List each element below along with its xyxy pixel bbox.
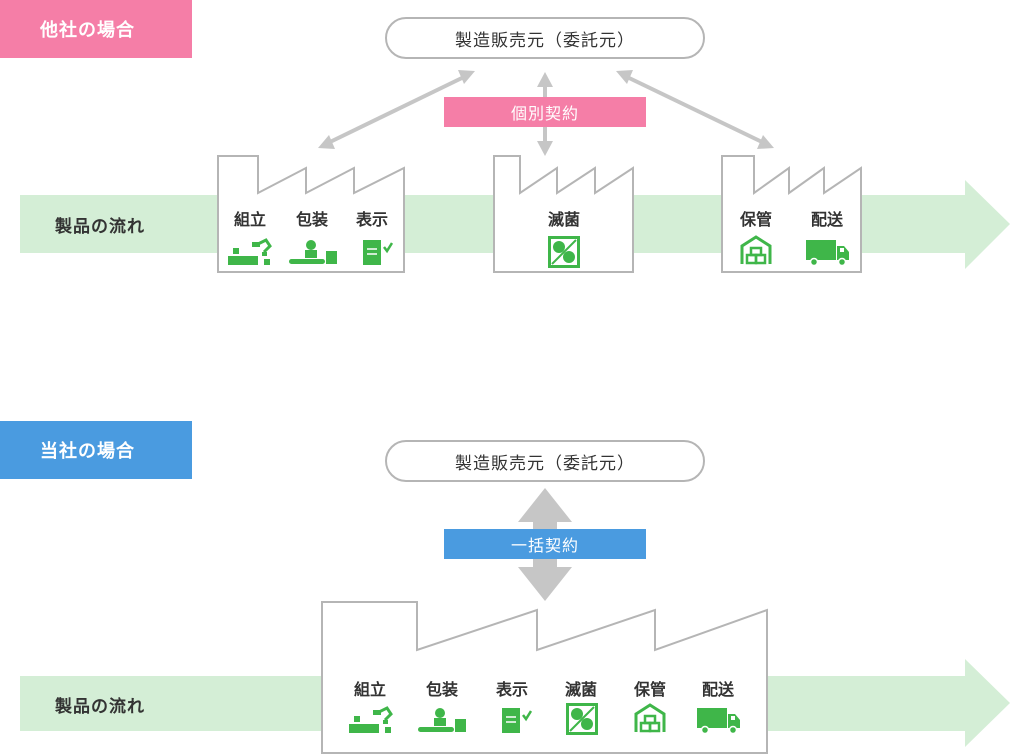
robot-arm-icon (349, 706, 393, 733)
sterilization-icon (548, 236, 580, 268)
step-assembly-bottom: 組立 (353, 680, 386, 699)
individual-contract-label: 個別契約 (444, 97, 646, 127)
step-storage-bottom: 保管 (633, 680, 666, 699)
step-assembly-top: 組立 (233, 210, 266, 229)
document-check-icon (502, 708, 532, 733)
factory-2-outline (493, 155, 634, 273)
step-labeling-bottom: 表示 (495, 680, 528, 699)
bulk-contract-label: 一括契約 (444, 529, 646, 559)
client-pill-bottom: 製造販売元（委託元） (385, 440, 705, 482)
other-company-tag: 他社の場合 (0, 0, 192, 58)
truck-icon (806, 240, 849, 266)
conveyor-icon (418, 708, 466, 732)
conveyor-icon (289, 240, 337, 264)
step-storage-top: 保管 (739, 210, 772, 229)
truck-icon (697, 708, 740, 734)
step-sterilization-bottom: 滅菌 (564, 680, 597, 699)
step-packaging-bottom: 包装 (425, 680, 458, 699)
contract-arrow-left (318, 70, 475, 149)
warehouse-icon (740, 235, 772, 265)
factory-1-outline (217, 155, 405, 273)
our-company-tag: 当社の場合 (0, 421, 192, 479)
sterilization-icon (566, 703, 598, 735)
client-pill-top: 製造販売元（委託元） (385, 17, 705, 59)
contract-arrow-right (616, 70, 774, 149)
product-flow-label-top: 製品の流れ (55, 217, 145, 237)
warehouse-icon (634, 703, 666, 733)
step-labeling-top: 表示 (355, 210, 388, 229)
robot-arm-icon (228, 238, 272, 265)
product-flow-label-bottom: 製品の流れ (55, 697, 145, 717)
step-delivery-bottom: 配送 (701, 680, 734, 699)
step-sterilization-top: 滅菌 (547, 210, 580, 229)
step-packaging-top: 包装 (295, 210, 328, 229)
step-delivery-top: 配送 (810, 210, 843, 229)
document-check-icon (363, 240, 393, 265)
